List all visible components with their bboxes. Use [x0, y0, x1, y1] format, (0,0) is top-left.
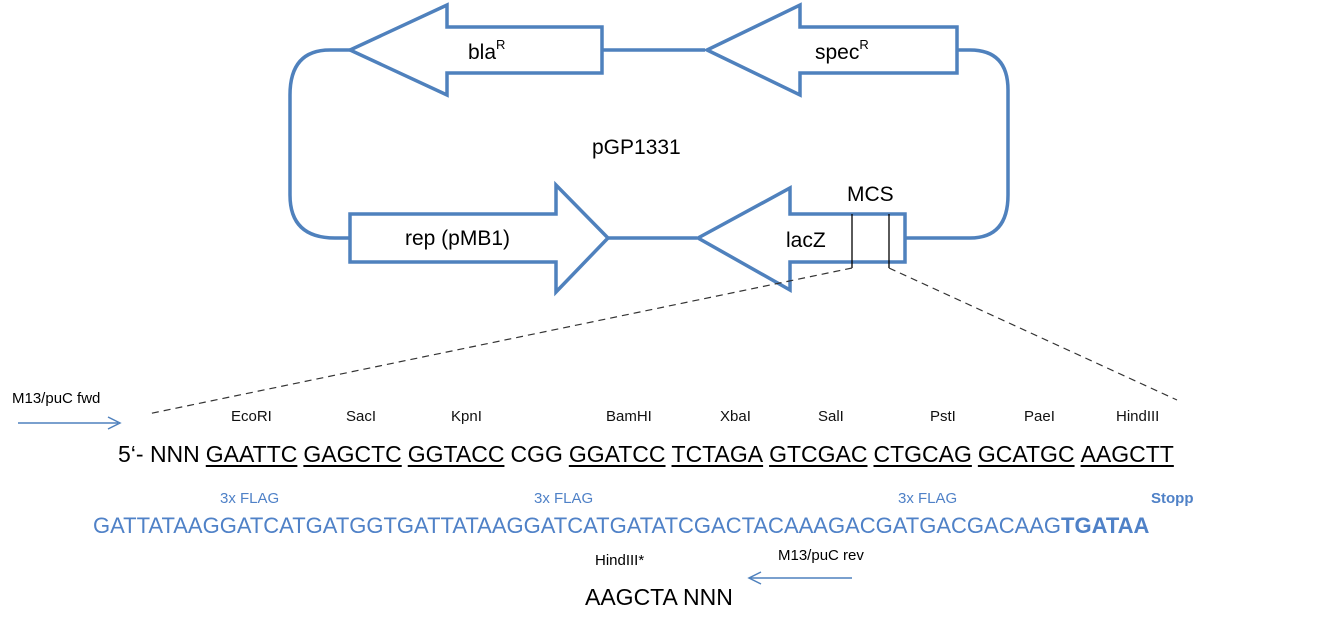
rep-label: rep (pMB1) [405, 227, 511, 250]
enzyme-label: BamHI [606, 408, 652, 425]
enzyme-label: XbaI [720, 408, 751, 425]
site-saci: GAGCTC [303, 441, 402, 467]
rev-primer-label: M13/puC rev [778, 547, 864, 564]
enzyme-label: PstI [930, 408, 956, 425]
spec-label-sup: R [859, 37, 869, 52]
zoom-line-right [888, 267, 1178, 401]
lacz-arrow [694, 185, 907, 293]
plasmid-name: pGP1331 [592, 136, 681, 159]
fwd-primer-arrow-head [107, 416, 122, 430]
spec-label: specR [815, 37, 869, 64]
spacer-cgg: CGG [510, 441, 563, 467]
plasmid-backbone-right [905, 48, 1010, 240]
site-paei: GCATGC [977, 441, 1075, 467]
site-hindiii: AAGCTT [1080, 441, 1174, 467]
mcs-label: MCS [847, 183, 894, 206]
bla-label-text: bla [468, 41, 497, 64]
flag-label: 3x FLAG [534, 490, 594, 507]
enzyme-label: SacI [346, 408, 377, 425]
enzyme-label: KpnI [451, 408, 482, 425]
zoom-line-left [147, 267, 853, 415]
flag-sequence: GATTATAAGGATCATGATGGTGATTATAAGGATCATGATA… [93, 515, 1149, 537]
rev-primer-arrow-head [747, 571, 762, 585]
flag-label: 3x FLAG [220, 490, 280, 507]
flag-sequence-text: GATTATAAGGATCATGATGGTGATTATAAGGATCATGATA… [93, 513, 1062, 538]
plasmid-backbone [288, 48, 350, 240]
enzyme-label: SalI [818, 408, 844, 425]
spec-arrow [702, 2, 959, 98]
flag-label: 3x FLAG [898, 490, 958, 507]
site-bamhi: GGATCC [568, 441, 666, 467]
stop-codons: TGATAA [1061, 513, 1150, 538]
bla-label-sup: R [496, 37, 506, 52]
enzyme-label: EcoRI [231, 408, 272, 425]
sequence-prefix: 5‘- NNN [118, 441, 200, 467]
rep-arrow [348, 180, 611, 297]
lacz-label: lacZ [786, 229, 826, 252]
site-sali: GTCGAC [769, 441, 868, 467]
bottom-sequence: AAGCTA NNN [585, 584, 733, 610]
spec-label-text: spec [815, 41, 860, 64]
fwd-primer-label: M13/puC fwd [12, 390, 101, 407]
bla-arrow [345, 2, 604, 98]
site-kpni: GGTACC [407, 441, 505, 467]
site-psti: CTGCAG [873, 441, 972, 467]
bla-label: blaR [468, 37, 506, 64]
hindiii-star-label: HindIII* [595, 552, 645, 569]
enzyme-label: PaeI [1024, 408, 1055, 425]
site-xbai: TCTAGA [671, 441, 764, 467]
enzyme-label: HindIII [1116, 408, 1160, 425]
stop-label: Stopp [1151, 490, 1194, 507]
site-ecori: GAATTC [205, 441, 298, 467]
